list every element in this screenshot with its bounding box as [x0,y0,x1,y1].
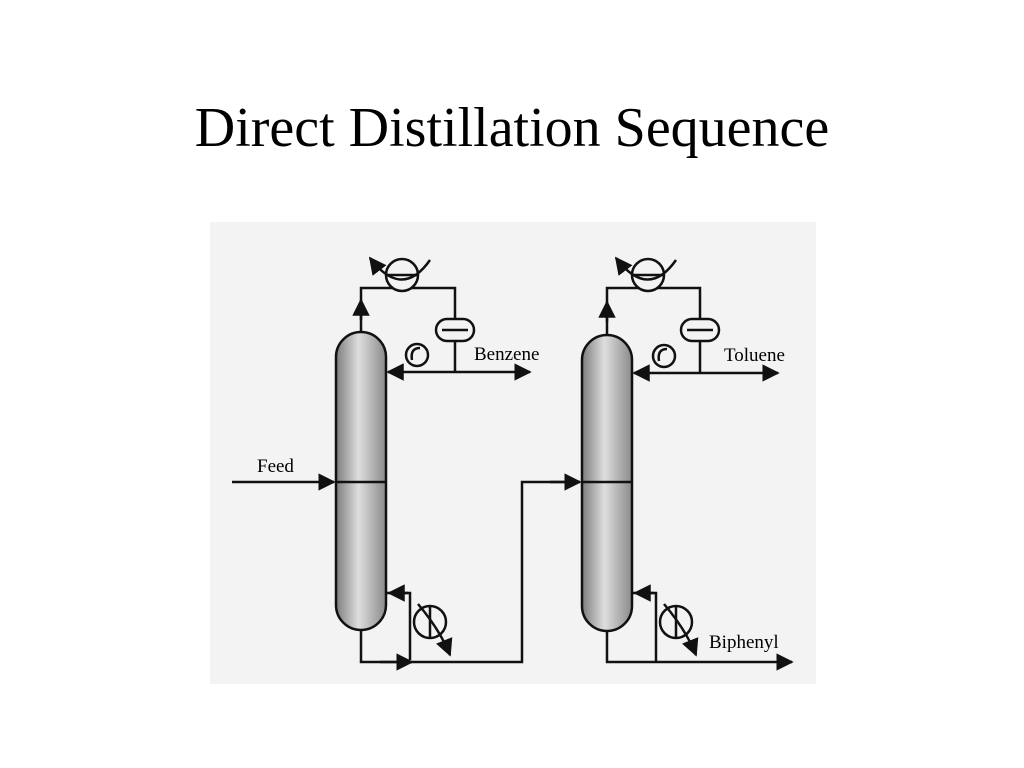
biphenyl-label: Biphenyl [709,632,779,653]
reflux-drum-icon [679,317,721,343]
pump-icon [404,342,430,368]
toluene-label: Toluene [724,345,785,366]
feed-label: Feed [257,456,294,477]
benzene-label: Benzene [474,344,539,365]
reboiler-icon [658,603,699,657]
column-1 [334,330,388,632]
column-2 [580,333,634,633]
flowsheet-background [210,222,816,684]
pump-icon [651,343,677,369]
reflux-drum-icon [434,317,476,343]
condenser-icon [614,256,678,293]
reboiler-icon [412,603,453,657]
page-title: Direct Distillation Sequence [194,97,830,159]
condenser-icon [368,256,432,293]
